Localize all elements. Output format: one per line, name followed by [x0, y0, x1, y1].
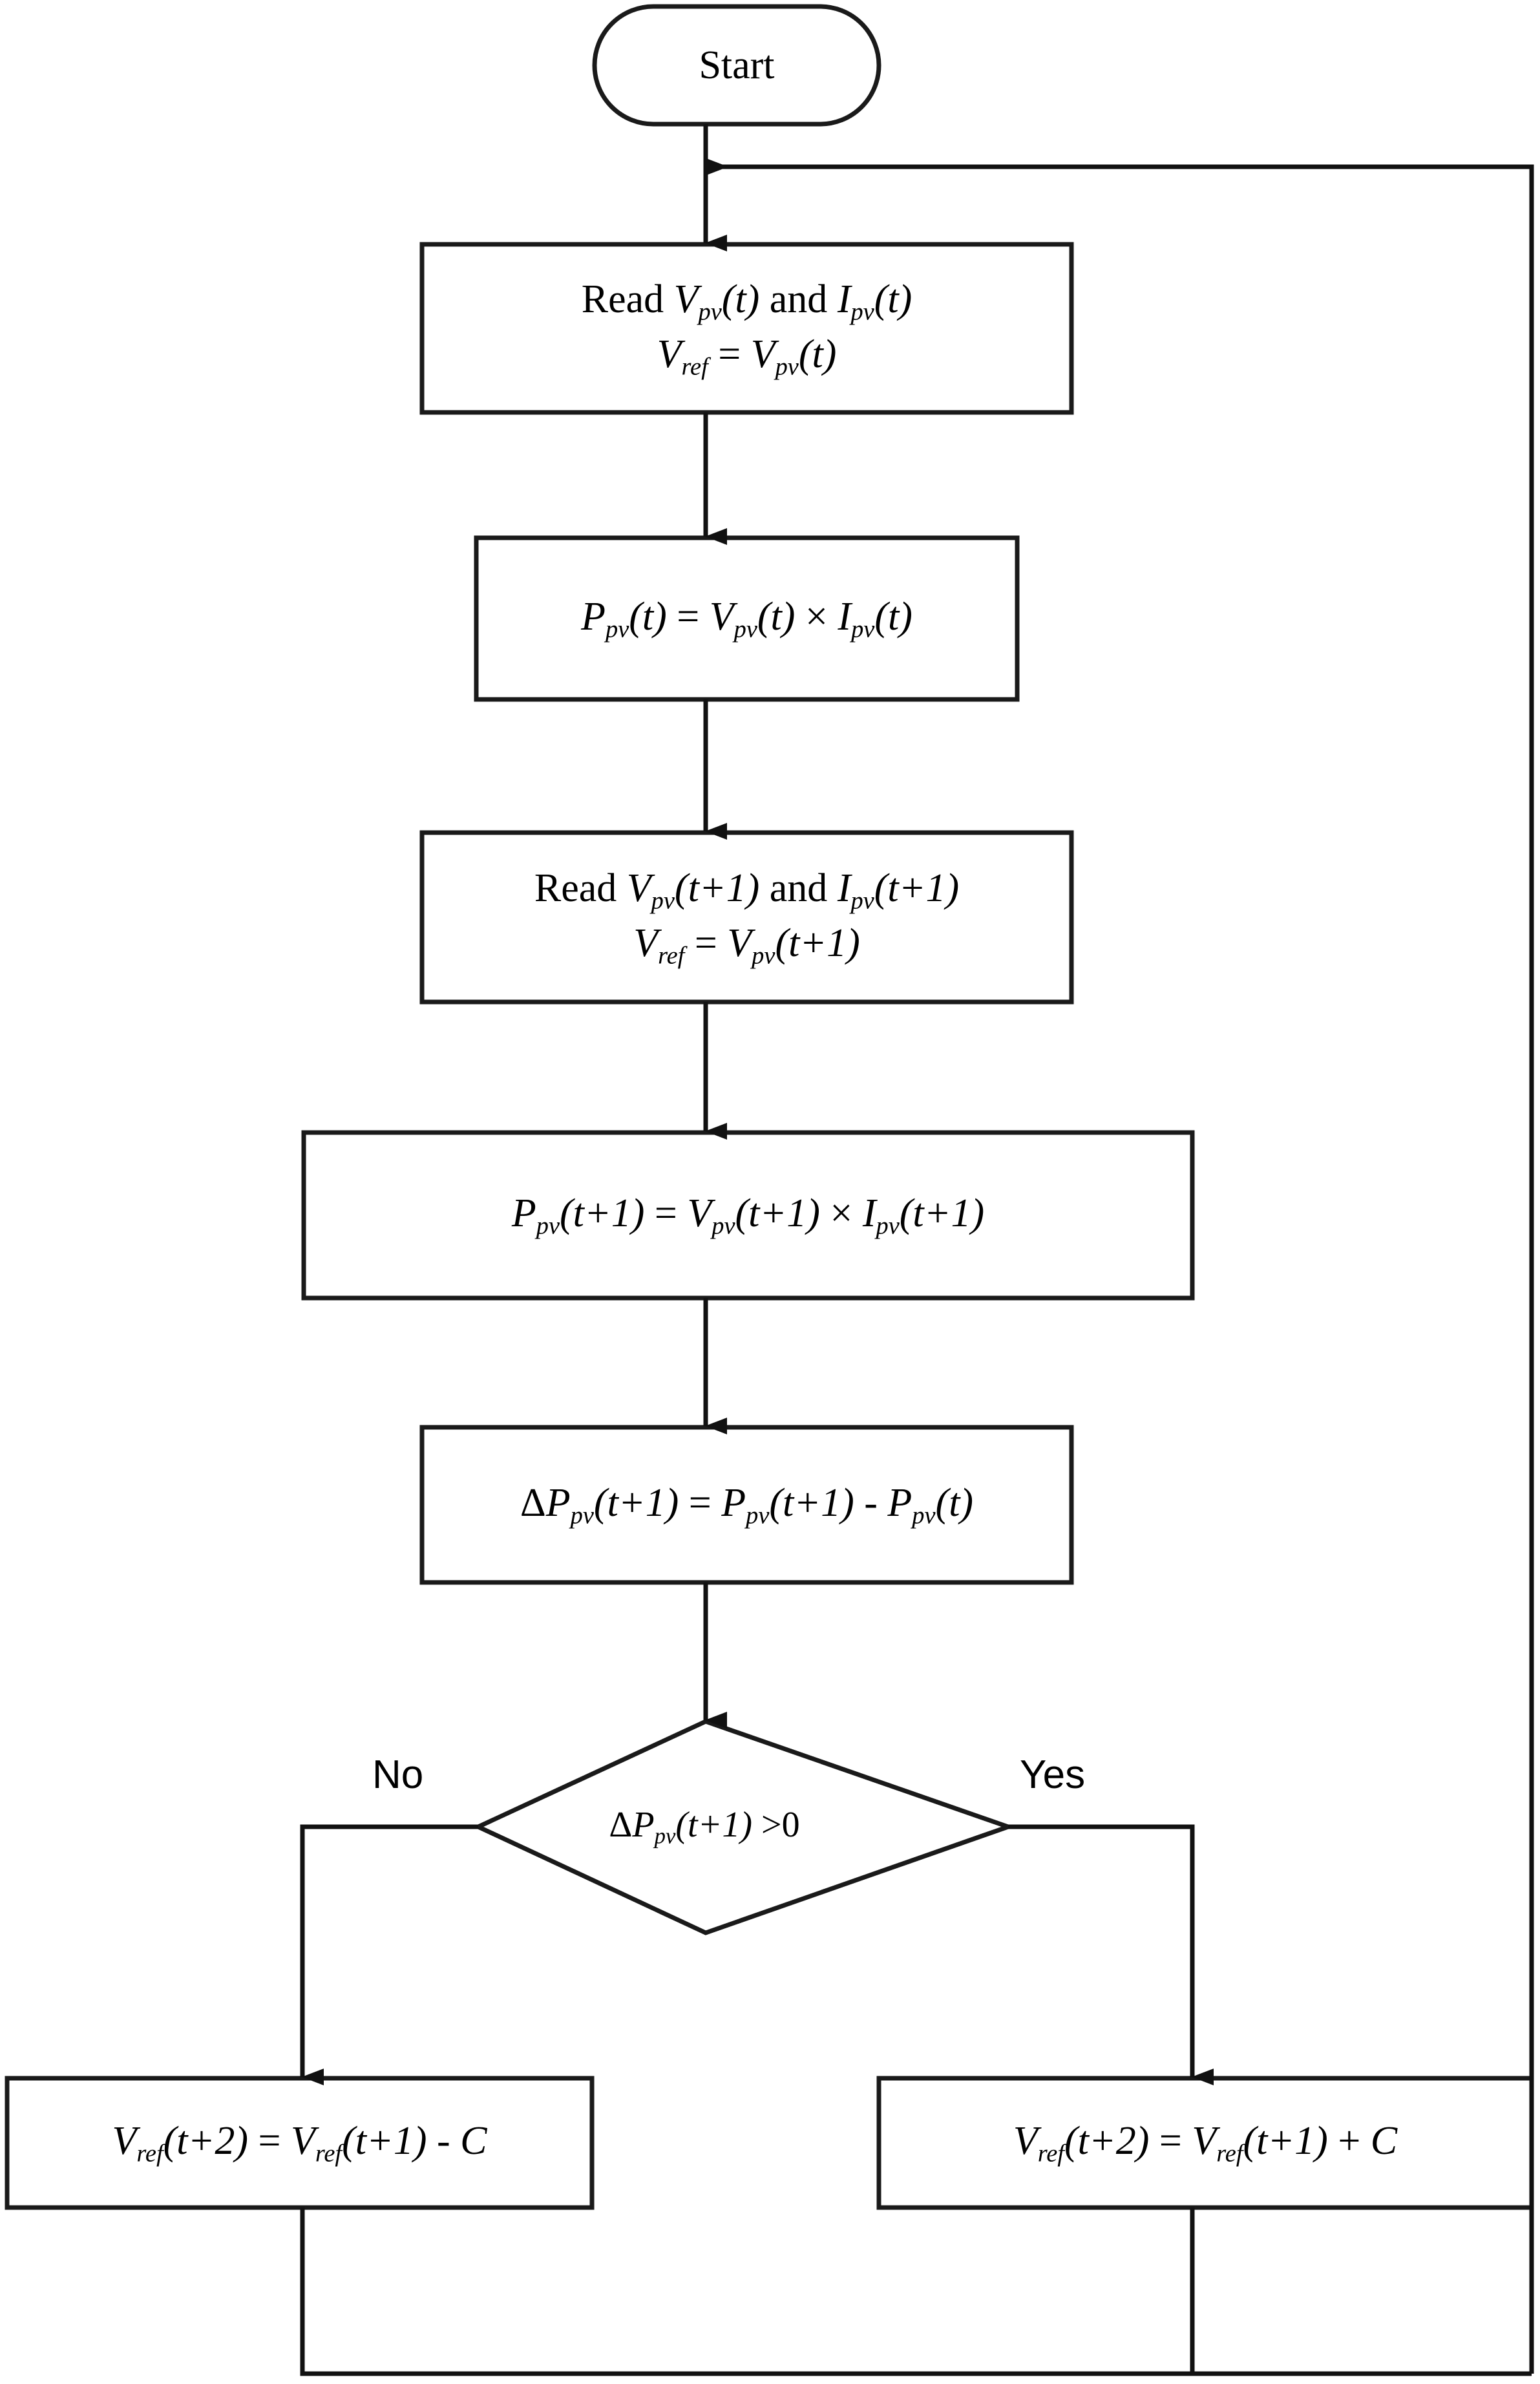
- vref-plus-box-shape: [876, 2076, 1534, 2210]
- edge-no-branch: [300, 1824, 478, 2085]
- power-t-box-shape: [474, 535, 1020, 702]
- start-terminator-shape: [592, 4, 881, 127]
- edge-feedback-riser: [706, 158, 1534, 2374]
- vref-minus-box-shape: [5, 2076, 595, 2210]
- read-t-box-shape: [419, 242, 1074, 415]
- branch-label-no: No: [372, 1752, 424, 1797]
- decision-diamond-shape: [472, 1719, 1015, 1935]
- delta-power-box-shape: [419, 1425, 1074, 1585]
- read-t1-box-shape: [419, 830, 1074, 1005]
- power-t1-box-shape: [301, 1130, 1195, 1301]
- edge-yes-branch: [1008, 1824, 1214, 2085]
- edge-left-box-to-loop: [300, 2208, 1532, 2376]
- branch-label-yes: Yes: [1020, 1752, 1086, 1797]
